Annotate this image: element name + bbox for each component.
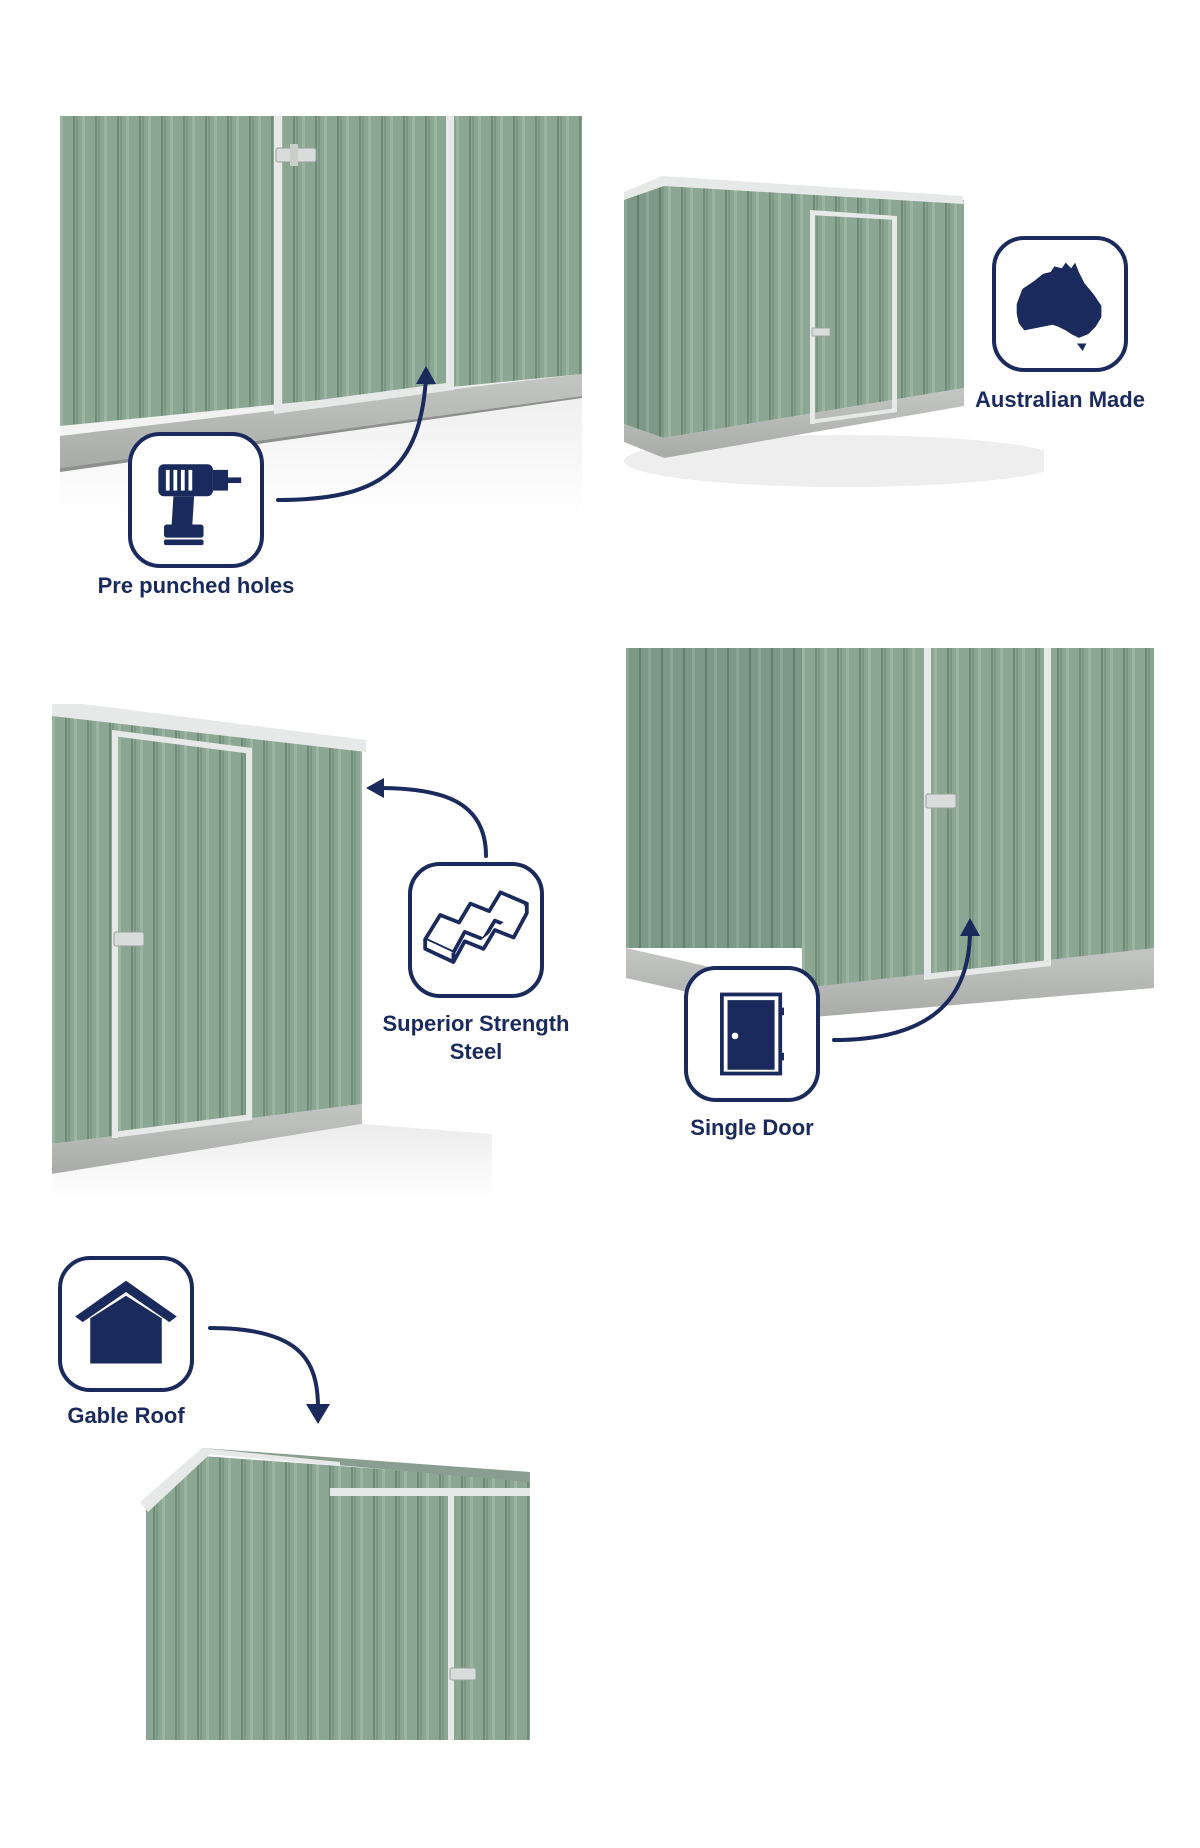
feature-label: Single Door <box>690 1115 814 1140</box>
australia-map-icon <box>1016 262 1102 352</box>
shed-corner-door-image <box>626 648 1154 1018</box>
house-icon <box>75 1280 177 1364</box>
shed-gable-roof-image <box>140 1436 530 1740</box>
shed-front-image <box>624 176 1044 496</box>
feature-label-line1: Superior Strength <box>382 1011 570 1036</box>
feature-badge <box>128 432 264 568</box>
feature-badge <box>684 966 820 1102</box>
feature-badge <box>58 1256 194 1392</box>
feature-label: Pre punched holes <box>97 573 295 598</box>
door-icon <box>720 992 784 1076</box>
corrugated-steel-icon <box>423 890 529 964</box>
drill-icon <box>158 464 242 546</box>
feature-label: Australian Made <box>975 387 1145 412</box>
feature-label-line2: Steel <box>449 1039 503 1064</box>
feature-label: Gable Roof <box>67 1403 185 1428</box>
feature-badge <box>408 862 544 998</box>
feature-badge <box>992 236 1128 372</box>
